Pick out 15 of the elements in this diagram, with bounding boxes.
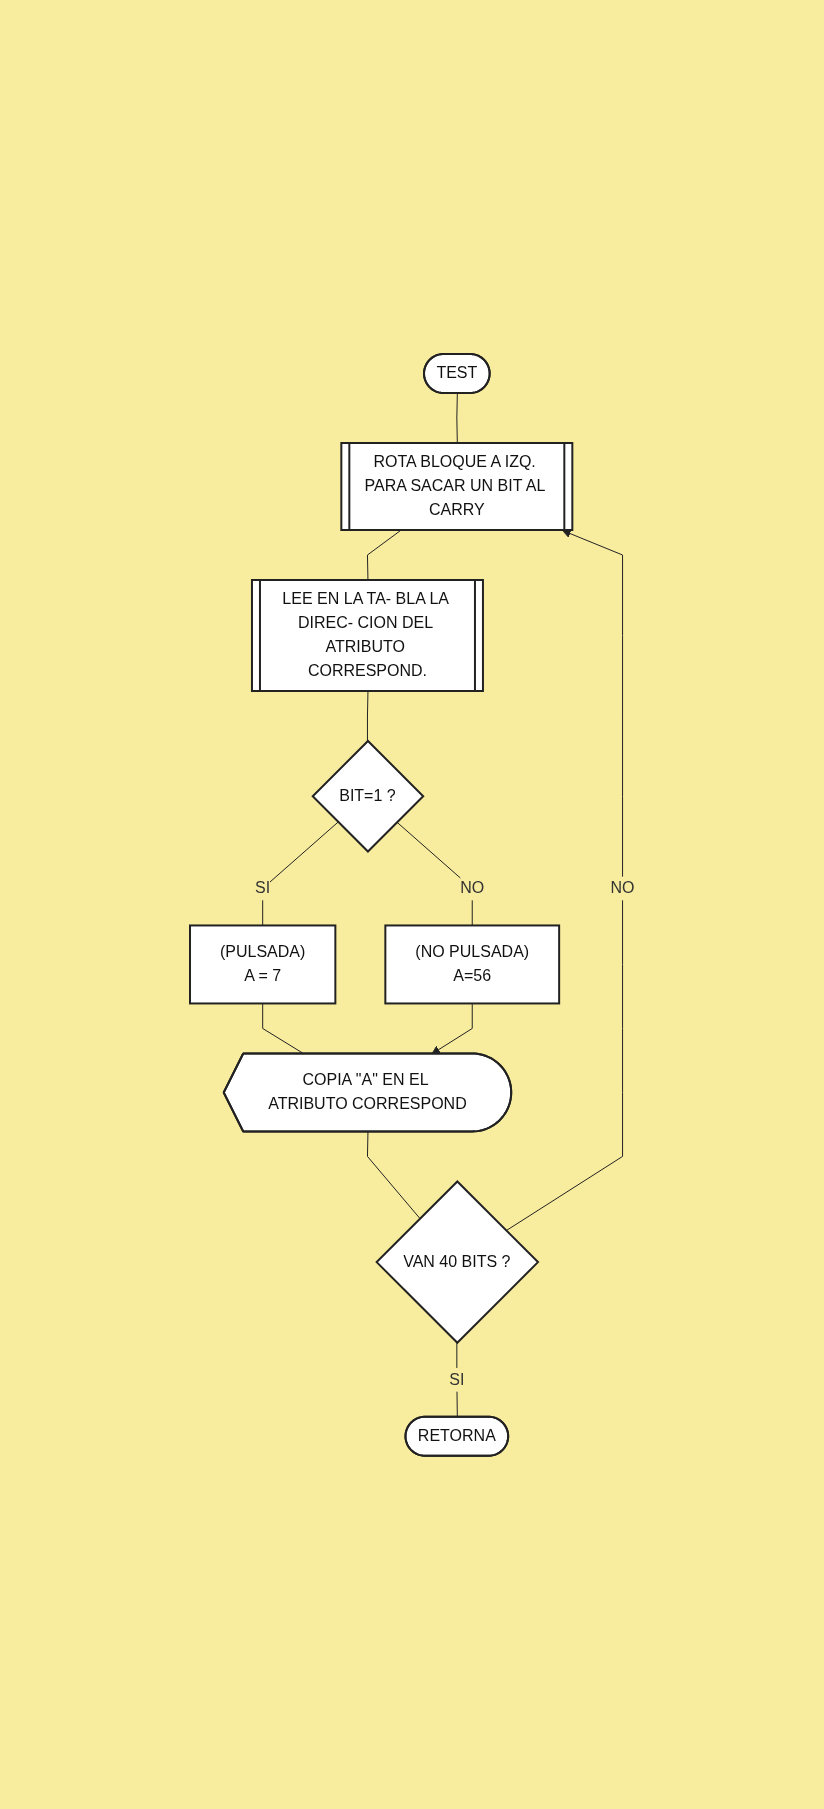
edge-label: NO xyxy=(610,879,635,897)
edge-label: SI xyxy=(254,879,270,897)
connector xyxy=(456,1341,458,1418)
node-box: (NO PULSADA) A=56 xyxy=(384,924,560,1005)
connector xyxy=(261,821,339,926)
arrow xyxy=(505,529,623,1231)
connector xyxy=(366,1131,421,1219)
node-box: (PULSADA) A = 7 xyxy=(188,924,337,1005)
arrow xyxy=(431,1002,473,1054)
edge-label: SI xyxy=(448,1370,465,1388)
node-diamond: BIT=1 ? xyxy=(311,739,425,853)
node-diamond: VAN 40 BITS ? xyxy=(375,1179,540,1344)
connector xyxy=(366,690,369,742)
connector xyxy=(396,821,473,926)
edge-label: NO xyxy=(459,879,484,897)
